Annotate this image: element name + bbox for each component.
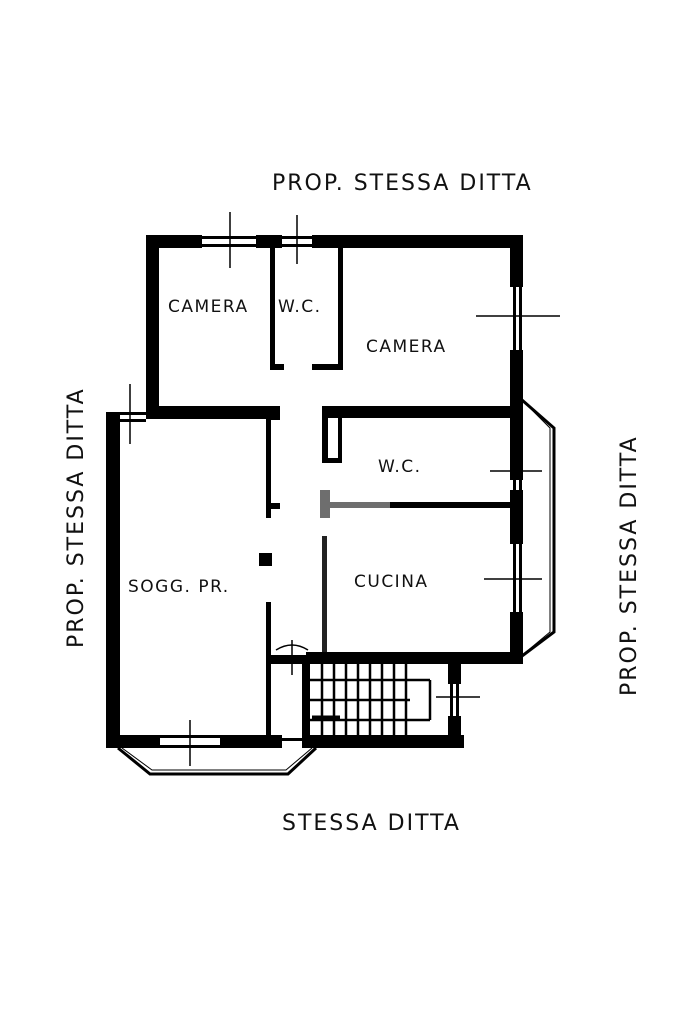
bay-window-bottom <box>117 746 318 776</box>
boundary-label-left: PROP. STESSA DITTA <box>64 387 89 648</box>
staircase <box>310 664 432 735</box>
boundary-label-top: PROP. STESSA DITTA <box>272 171 533 196</box>
walls <box>106 235 523 748</box>
room-label-camera-1: CAMERA <box>168 297 249 317</box>
room-label-wc-1: W.C. <box>278 297 322 317</box>
room-label-cucina: CUCINA <box>354 572 429 592</box>
room-label-wc-2: W.C. <box>378 457 422 477</box>
window-markers <box>129 212 560 766</box>
boundary-label-bottom: STESSA DITTA <box>282 811 461 836</box>
bay-window-right <box>521 398 556 658</box>
room-label-camera-2: CAMERA <box>366 337 447 357</box>
room-label-soggiorno: SOGG. PR. <box>128 577 230 597</box>
boundary-label-right: PROP. STESSA DITTA <box>617 435 642 696</box>
